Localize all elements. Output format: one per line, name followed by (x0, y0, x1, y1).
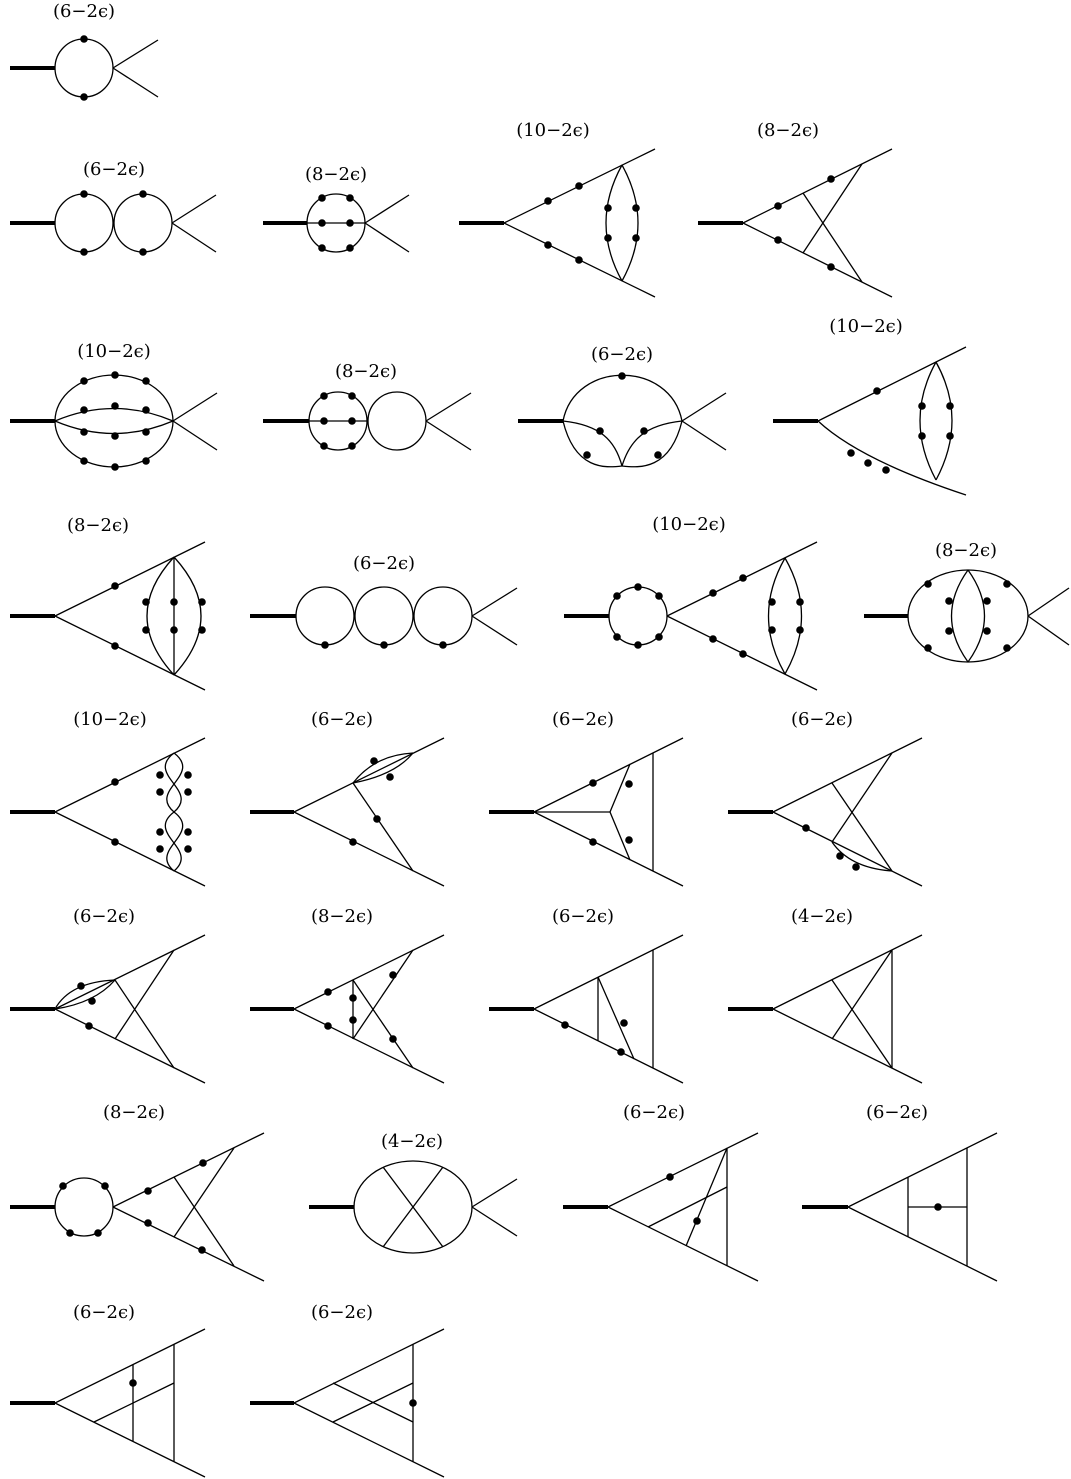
diagram-7 (263, 391, 472, 451)
diagram-12-label: (10−2ϵ) (652, 514, 726, 535)
diagram-22-label: (8−2ϵ) (103, 1102, 165, 1123)
diagram-27-label: (6−2ϵ) (311, 1302, 373, 1323)
diagram-16-label: (6−2ϵ) (552, 709, 614, 730)
diagram-10 (10, 541, 206, 691)
diagram-19 (250, 934, 445, 1084)
diagram-20-label: (6−2ϵ) (552, 906, 614, 927)
diagram-11 (250, 586, 518, 649)
diagram-23-label: (4−2ϵ) (381, 1131, 443, 1152)
diagram-25-label: (6−2ϵ) (866, 1102, 928, 1123)
diagram-27 (250, 1328, 445, 1478)
diagram-6-label: (10−2ϵ) (77, 341, 151, 362)
diagram-14-label: (10−2ϵ) (73, 709, 147, 730)
diagram-25 (802, 1132, 998, 1282)
diagram-1-label: (6−2ϵ) (53, 1, 115, 22)
diagram-22 (10, 1132, 265, 1282)
diagram-24-label: (6−2ϵ) (623, 1102, 685, 1123)
diagram-3 (263, 193, 410, 253)
diagram-13-label: (8−2ϵ) (935, 540, 997, 561)
diagram-20 (489, 934, 684, 1084)
diagram-21-label: (4−2ϵ) (791, 906, 853, 927)
diagram-19-label: (8−2ϵ) (311, 906, 373, 927)
diagram-18-label: (6−2ϵ) (73, 906, 135, 927)
diagram-16 (489, 737, 684, 887)
diagram-9 (773, 346, 967, 496)
diagram-12 (564, 541, 818, 691)
diagram-15 (250, 737, 445, 887)
diagram-21 (728, 934, 923, 1084)
diagram-3-label: (8−2ϵ) (305, 164, 367, 185)
diagram-14 (10, 737, 206, 887)
diagram-2-label: (6−2ϵ) (83, 159, 145, 180)
diagram-26 (10, 1328, 206, 1478)
diagram-11-label: (6−2ϵ) (353, 553, 415, 574)
diagram-9-label: (10−2ϵ) (829, 316, 903, 337)
diagram-18 (10, 934, 206, 1084)
diagram-2 (10, 190, 217, 256)
diagram-4-label: (10−2ϵ) (516, 120, 590, 141)
diagram-17 (728, 737, 923, 887)
diagram-6 (10, 371, 218, 471)
diagram-5 (698, 148, 893, 298)
diagram-10-label: (8−2ϵ) (67, 515, 129, 536)
diagram-1 (10, 35, 159, 101)
diagram-4 (459, 148, 656, 298)
diagram-13 (864, 569, 1070, 663)
diagram-8 (518, 372, 727, 468)
diagram-24 (563, 1132, 759, 1282)
diagram-26-label: (6−2ϵ) (73, 1302, 135, 1323)
diagram-17-label: (6−2ϵ) (791, 709, 853, 730)
diagram-5-label: (8−2ϵ) (757, 120, 819, 141)
diagram-8-label: (6−2ϵ) (591, 344, 653, 365)
diagram-7-label: (8−2ϵ) (335, 361, 397, 382)
diagram-23 (309, 1160, 518, 1254)
diagram-15-label: (6−2ϵ) (311, 709, 373, 730)
